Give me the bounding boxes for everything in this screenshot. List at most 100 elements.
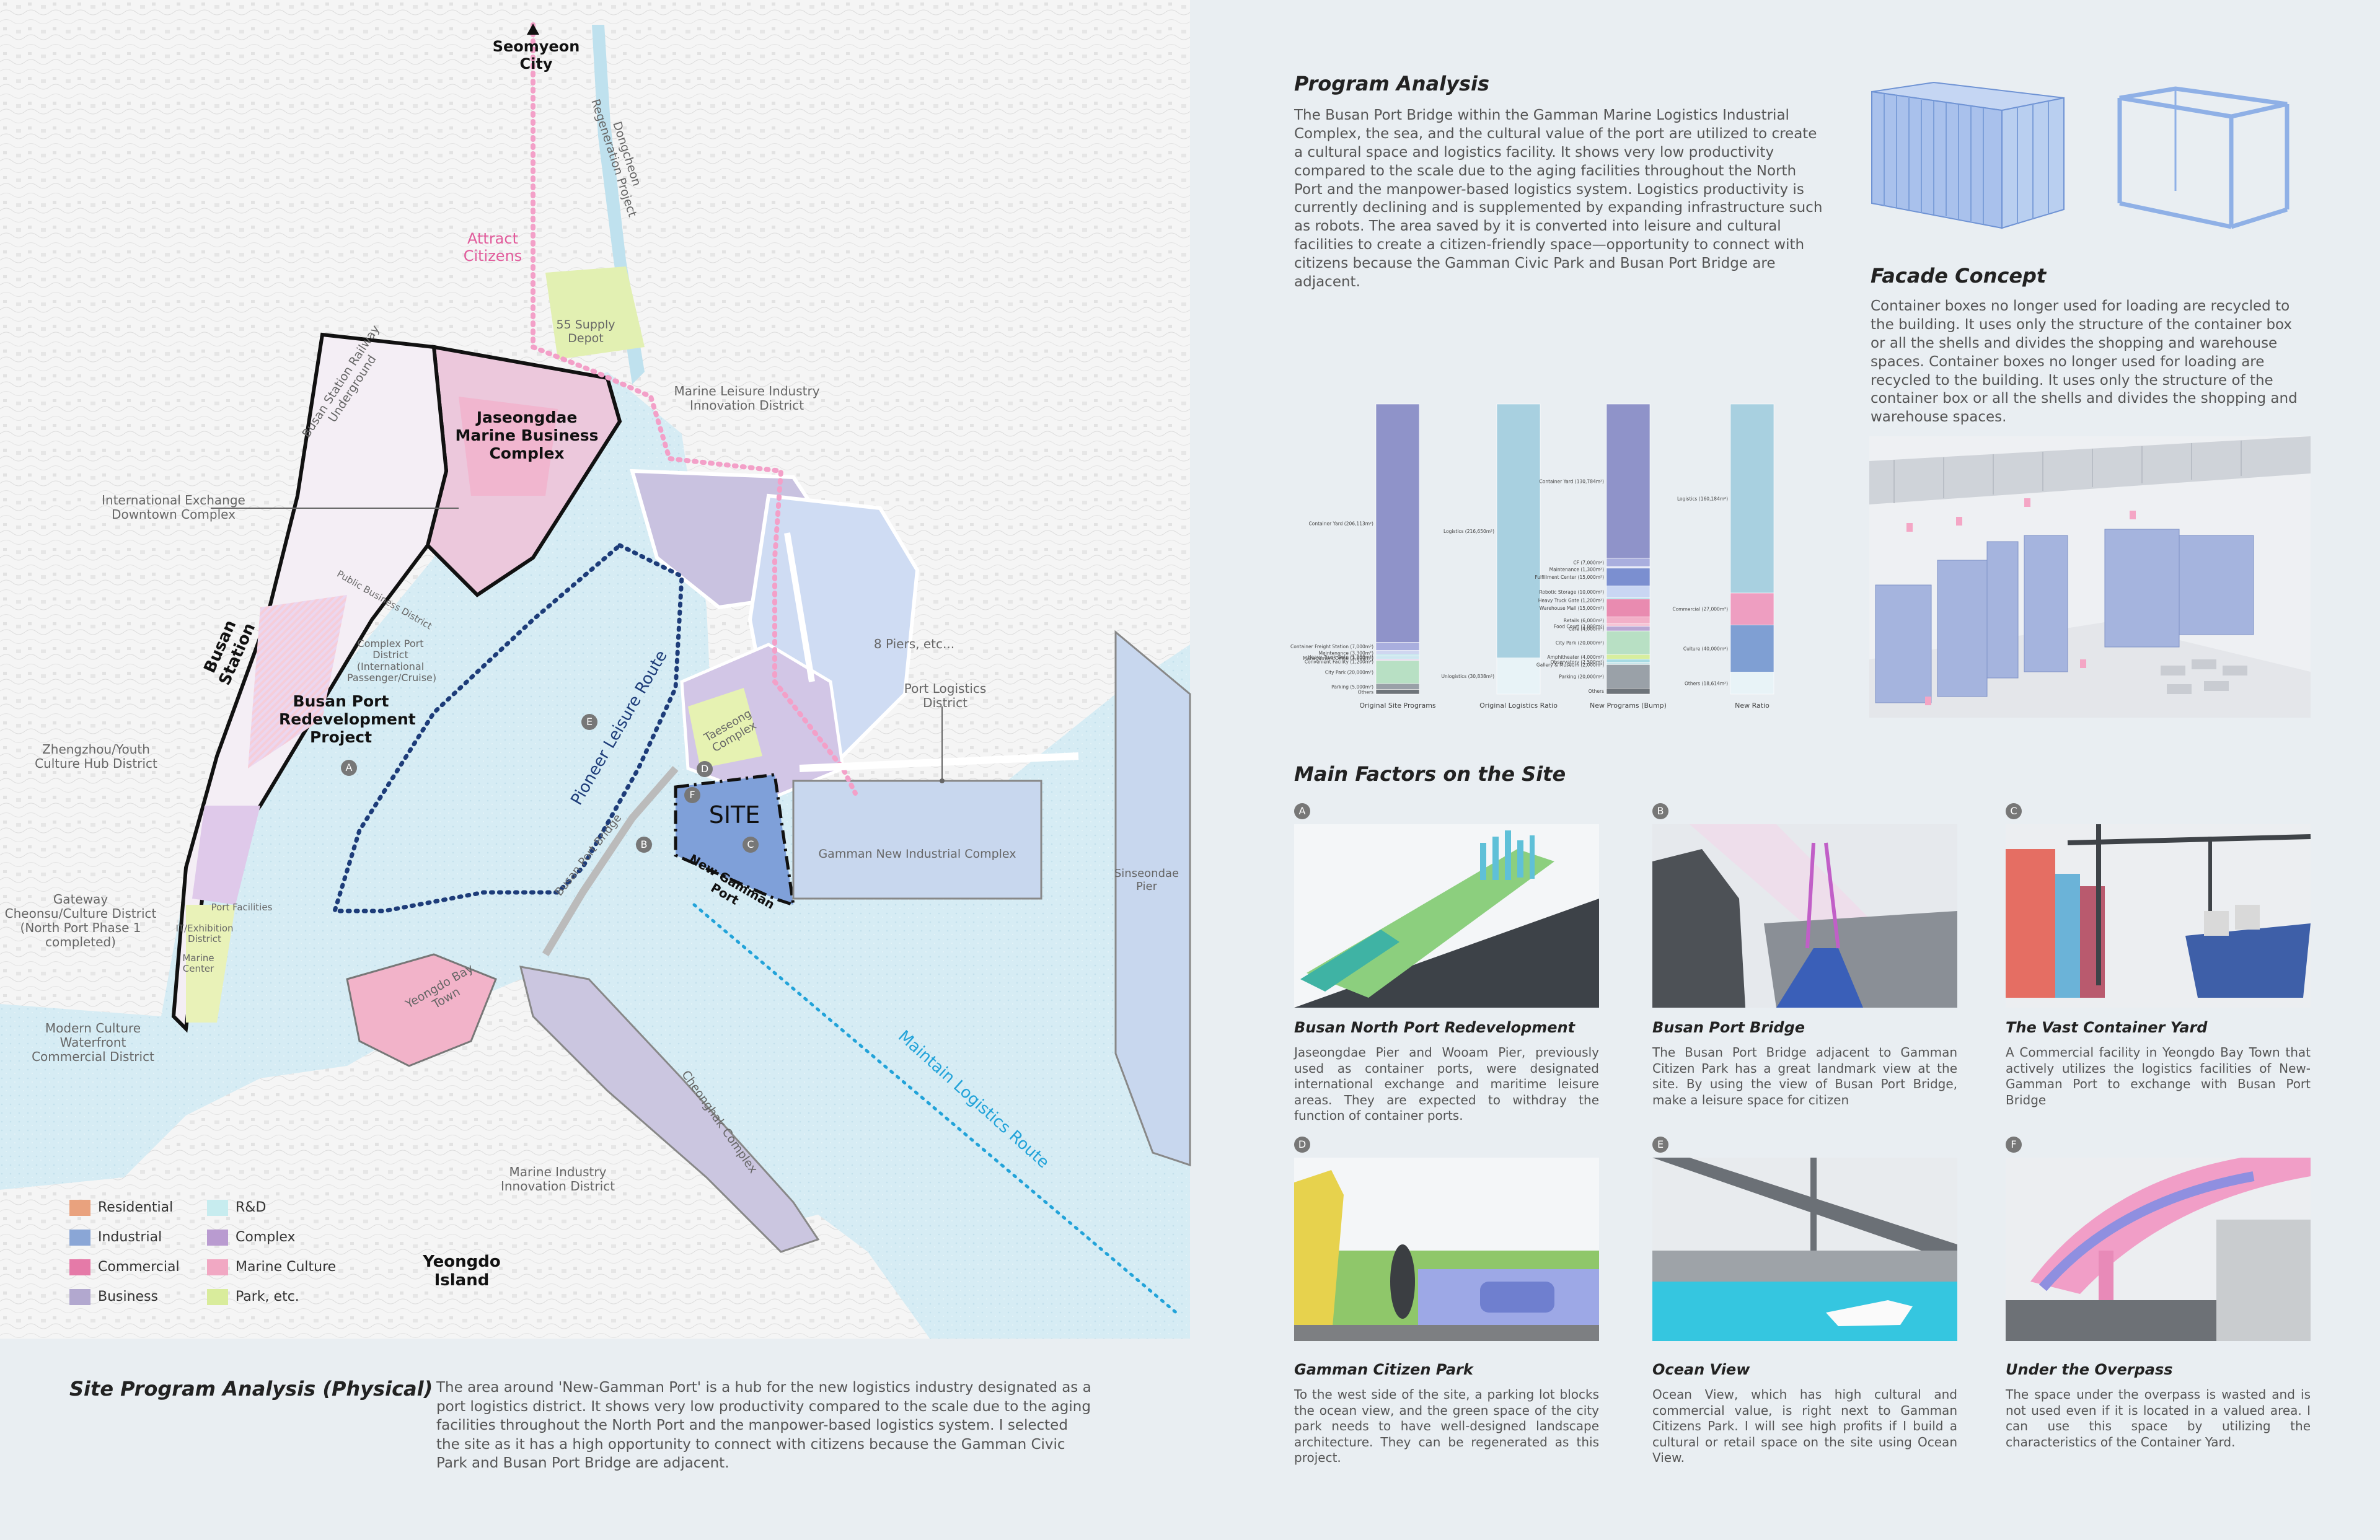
segment-label: Others (18,614m²) [1685, 680, 1728, 686]
bar-segment [1606, 688, 1651, 695]
bar-segment [1375, 659, 1420, 661]
legend-swatch-marine-culture [207, 1259, 228, 1275]
legend-label-park: Park, etc. [236, 1289, 299, 1305]
factor-text-ocean-view: Ocean View, which has high cultural and … [1652, 1387, 1957, 1466]
segment-label: Convenient Facility (1,200m²) [1305, 659, 1373, 665]
bar-segment [1375, 655, 1420, 659]
factor-image-container-yard [2006, 824, 2311, 1008]
factor-text-port-bridge: The Busan Port Bridge adjacent to Gamman… [1652, 1045, 1957, 1107]
bar-segment [1606, 654, 1651, 660]
segment-label: Maintenance (1,300m²) [1549, 566, 1604, 572]
legend-label-residential: Residential [98, 1200, 174, 1215]
legend-swatch-rnd [207, 1200, 228, 1216]
legend-label-complex: Complex [236, 1230, 296, 1245]
legend-label-commercial: Commercial [98, 1259, 180, 1275]
segment-label: Container Yard (130,784m²) [1540, 479, 1605, 485]
facade-text: Container boxes no longer used for loadi… [1871, 298, 2298, 426]
factors-title: Main Factors on the Site [1294, 762, 1566, 786]
factor-image-north-port [1294, 824, 1599, 1008]
segment-label: City Park (20,000m²) [1556, 640, 1604, 646]
badge-a: A [341, 760, 357, 776]
label-port-logistics: Port Logistics District [904, 681, 987, 710]
segment-label: Food Court (2,000m²) [1554, 624, 1604, 630]
factor-image-ocean-view [1652, 1158, 1957, 1341]
badge-f: F [684, 787, 700, 803]
site-program-title: Site Program Analysis (Physical) [69, 1377, 433, 1401]
segment-label: Heavy Truck Gate (1,200m²) [1308, 654, 1373, 660]
factor-title-overpass: Under the Overpass [2006, 1361, 2173, 1378]
segment-label: Robotic Storage (10,000m²) [1540, 589, 1605, 595]
bar-segment [1730, 592, 1774, 625]
legend-label-marine-culture: Marine Culture [236, 1259, 337, 1275]
legend-swatch-industrial [69, 1230, 90, 1246]
segment-label: Commercial (27,000m²) [1672, 607, 1728, 612]
badge-c: C [743, 837, 759, 853]
label-modern-culture: Modern Culture Waterfront Commercial Dis… [32, 1021, 154, 1064]
program-analysis-text: The Busan Port Bridge within the Gamman … [1294, 107, 1823, 291]
bar-segment [1606, 630, 1651, 655]
bar-segment [1375, 683, 1420, 690]
label-zhengzhou: Zhengzhou/Youth Culture Hub District [35, 742, 157, 771]
segment-label: Logistics (216,650m²) [1443, 529, 1494, 534]
container-frame-illustration [2113, 86, 2299, 234]
badge-e: E [581, 714, 597, 730]
factor-image-citizen-park [1294, 1158, 1599, 1341]
factor-text-citizen-park: To the west side of the site, a parking … [1294, 1387, 1599, 1466]
factor-badge-d: D [1294, 1137, 1310, 1153]
label-piers: 8 Piers, etc... [873, 636, 955, 651]
segment-label: Container Freight Station (7,000m²) [1290, 644, 1373, 649]
label-yeongdo-island: Yeongdo Island [423, 1252, 501, 1290]
facade-render [1869, 436, 2311, 718]
bar-segment [1375, 689, 1420, 695]
segment-label: Heavy Truck Gate (1,200m²) [1538, 597, 1604, 603]
bar-segment [1606, 662, 1651, 665]
factor-title-port-bridge: Busan Port Bridge [1652, 1019, 1805, 1036]
segment-label: Parking (5,000m²) [1331, 684, 1373, 690]
segment-label: Logistics (160,184m²) [1677, 496, 1728, 501]
site-program-text: The area around 'New-Gamman Port' is a h… [436, 1379, 1091, 1472]
label-complex-port: Complex Port District (International Pas… [347, 638, 437, 684]
factor-badge-c: C [2006, 803, 2022, 819]
label-intl-exchange: International Exchange Downtown Complex [102, 493, 245, 522]
bar-segment [1375, 403, 1420, 643]
category-label: Original Site Programs [1359, 702, 1436, 710]
legend-swatch-business [69, 1289, 90, 1305]
bar-segment [1375, 650, 1420, 655]
segment-label: Observatory (2,500m²) [1551, 659, 1604, 665]
legend-swatch-complex [207, 1230, 228, 1246]
label-it-exhibition: IT/Exhibition District [175, 923, 234, 945]
factor-badge-a: A [1294, 803, 1310, 819]
segment-label: Gallery & Museum (2,000m²) [1536, 662, 1604, 668]
label-marine-leisure: Marine Leisure Industry Innovation Distr… [674, 384, 820, 413]
segment-label: CF (7,000m²) [1573, 560, 1604, 566]
bar-segment [1606, 568, 1651, 586]
bar-segment [1606, 664, 1651, 689]
bar-segment [1606, 597, 1651, 600]
label-gateway: Gateway Cheonsu/Culture District (North … [4, 892, 157, 949]
category-label: New Programs (Bump) [1590, 702, 1667, 710]
container-box-illustration [1866, 79, 2076, 234]
factor-text-container-yard: A Commercial facility in Yeongdo Bay Tow… [2006, 1045, 2311, 1107]
bar-segment [1730, 403, 1774, 594]
bar-segment [1730, 625, 1774, 672]
factor-title-container-yard: The Vast Container Yard [2006, 1019, 2208, 1036]
label-site: SITE [708, 801, 760, 829]
segment-label: Parking (20,000m²) [1559, 674, 1604, 679]
label-seomyeon: Seomyeon City [492, 38, 580, 73]
legend-label-business: Business [98, 1289, 159, 1305]
factor-badge-e: E [1652, 1137, 1668, 1153]
bar-segment [1606, 558, 1651, 567]
segment-label: Container Yard (206,113m²) [1309, 521, 1374, 526]
segment-label: Others [1358, 690, 1373, 695]
factor-text-overpass: The space under the overpass is wasted a… [2006, 1387, 2311, 1450]
bar-segment [1606, 623, 1651, 627]
bar-segment [1606, 403, 1651, 559]
segment-label: Management Office (3,000m²) [1303, 656, 1373, 661]
label-port-facilities: Port Facilities [211, 902, 273, 913]
factor-badge-f: F [2006, 1137, 2022, 1153]
bar-segment [1496, 403, 1541, 658]
label-gamman-new: Gamman New Industrial Complex [818, 847, 1016, 861]
factor-title-citizen-park: Gamman Citizen Park [1294, 1361, 1473, 1378]
bar-segment [1606, 659, 1651, 662]
facade-title: Facade Concept [1871, 264, 2047, 288]
